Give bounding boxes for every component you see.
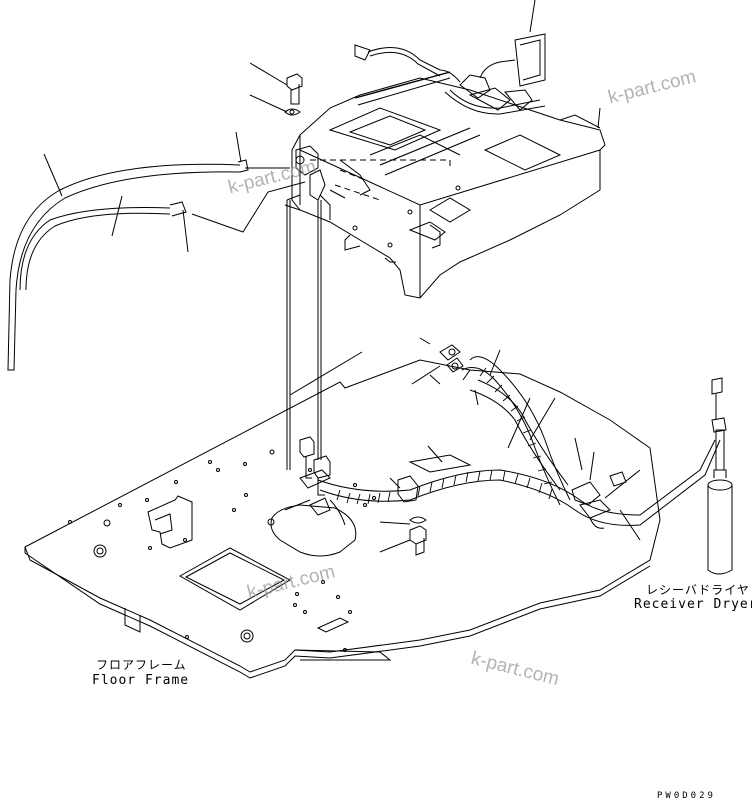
leader-lines-lower — [284, 337, 641, 553]
floor-holes — [68, 449, 376, 652]
ac-unit — [284, 71, 606, 299]
alignment-lines — [310, 159, 451, 201]
ac-hoses — [317, 356, 721, 526]
leader-lines-upper — [43, 0, 601, 253]
top-bolt — [284, 73, 303, 116]
receiver-dryer-label-jp: レシーバドライヤ — [646, 583, 750, 597]
floor-frame-plate — [24, 359, 661, 679]
ac-clamp — [295, 145, 371, 201]
drain-hoses — [7, 159, 249, 371]
ac-top-connectors — [354, 33, 546, 115]
floor-tab — [124, 608, 141, 633]
floor-frame-label-jp: フロアフレーム — [96, 658, 187, 672]
lower-bolt — [409, 516, 427, 556]
floor-slot — [316, 617, 350, 633]
floor-brackets — [299, 436, 331, 516]
harness-connectors — [397, 344, 627, 529]
floor-cutout-square — [178, 547, 292, 611]
bolt-leader-lines — [286, 200, 322, 470]
floor-bracket-left — [147, 495, 193, 549]
floor-frame-label-en: Floor Frame — [92, 673, 190, 688]
receiver-dryer — [707, 377, 733, 575]
floor-cutout-rounded — [270, 504, 357, 557]
drawing-code: PW0D029 — [657, 791, 716, 801]
receiver-dryer-label-en: Receiver Dryer — [634, 597, 752, 612]
spiral-wrap — [336, 367, 553, 505]
